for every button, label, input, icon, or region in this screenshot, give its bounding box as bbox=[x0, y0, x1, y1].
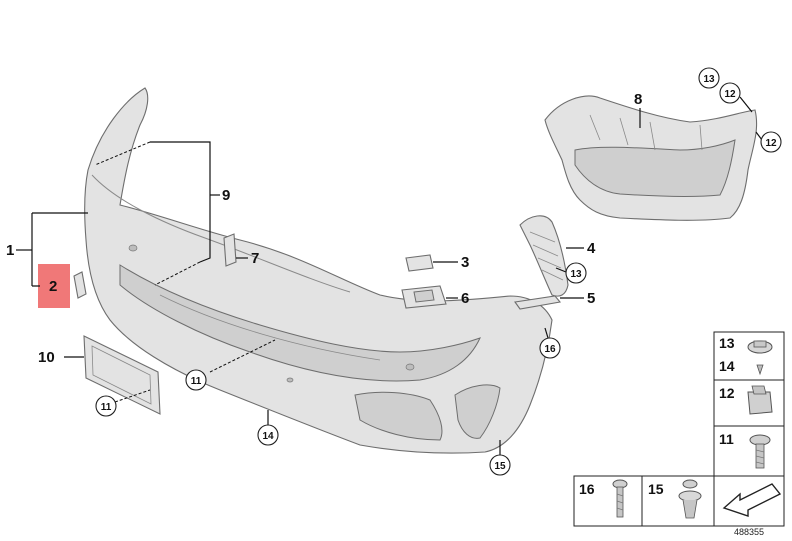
callout-10: 10 bbox=[38, 349, 55, 366]
legend-label-15: 15 bbox=[648, 481, 664, 497]
direction-arrow-icon bbox=[722, 483, 782, 517]
mounting-strip bbox=[514, 295, 562, 310]
callout-14: 14 bbox=[262, 431, 274, 442]
callout-13-side: 13 bbox=[570, 269, 582, 280]
reference-number: 488355 bbox=[734, 527, 764, 536]
callout-3: 3 bbox=[461, 254, 469, 271]
legend-label-14: 14 bbox=[719, 358, 735, 374]
clip-nut-icon bbox=[747, 340, 773, 376]
callout-labels: 1 2 3 4 5 6 7 8 9 10 11 11 12 12 13 13 1… bbox=[6, 67, 782, 476]
callout-13-top: 13 bbox=[703, 74, 715, 85]
bumper-bracket bbox=[544, 95, 758, 221]
callout-4: 4 bbox=[587, 240, 596, 257]
legend-cell-15 bbox=[641, 475, 715, 527]
small-bracket bbox=[223, 233, 237, 267]
legend-label-16: 16 bbox=[579, 481, 595, 497]
legend-label-13: 13 bbox=[719, 335, 735, 351]
part-2-highlight bbox=[38, 264, 87, 308]
legend-cell-16 bbox=[573, 475, 643, 527]
callout-1: 1 bbox=[6, 242, 14, 259]
spring-nut-icon bbox=[747, 385, 773, 415]
side-bracket bbox=[519, 215, 569, 297]
screw-icon bbox=[749, 434, 771, 469]
callout-7: 7 bbox=[251, 250, 259, 267]
callout-12-top: 12 bbox=[724, 89, 736, 100]
leader-lines bbox=[16, 96, 763, 455]
callout-11-bumper: 11 bbox=[191, 376, 202, 387]
fastener-legend: 13 14 12 11 16 15 bbox=[573, 331, 785, 537]
callout-12-side: 12 bbox=[765, 138, 777, 149]
callout-11-plate: 11 bbox=[101, 402, 112, 413]
callout-16: 16 bbox=[544, 344, 556, 355]
callout-2: 2 bbox=[49, 278, 57, 295]
expanding-rivet-icon bbox=[678, 479, 702, 519]
callout-8: 8 bbox=[634, 91, 642, 108]
legend-label-12: 12 bbox=[719, 385, 735, 401]
bumper-cover bbox=[84, 87, 553, 454]
callout-9: 9 bbox=[222, 187, 230, 204]
callout-6: 6 bbox=[461, 290, 469, 307]
legend-label-11: 11 bbox=[719, 431, 734, 447]
callout-15: 15 bbox=[494, 461, 506, 472]
pan-screw-icon bbox=[612, 479, 628, 518]
callout-5: 5 bbox=[587, 290, 595, 307]
license-plate-base bbox=[83, 335, 161, 415]
legend-cell-11 bbox=[713, 425, 785, 477]
tow-hook-cover bbox=[401, 285, 447, 309]
cover-cap bbox=[405, 254, 434, 272]
